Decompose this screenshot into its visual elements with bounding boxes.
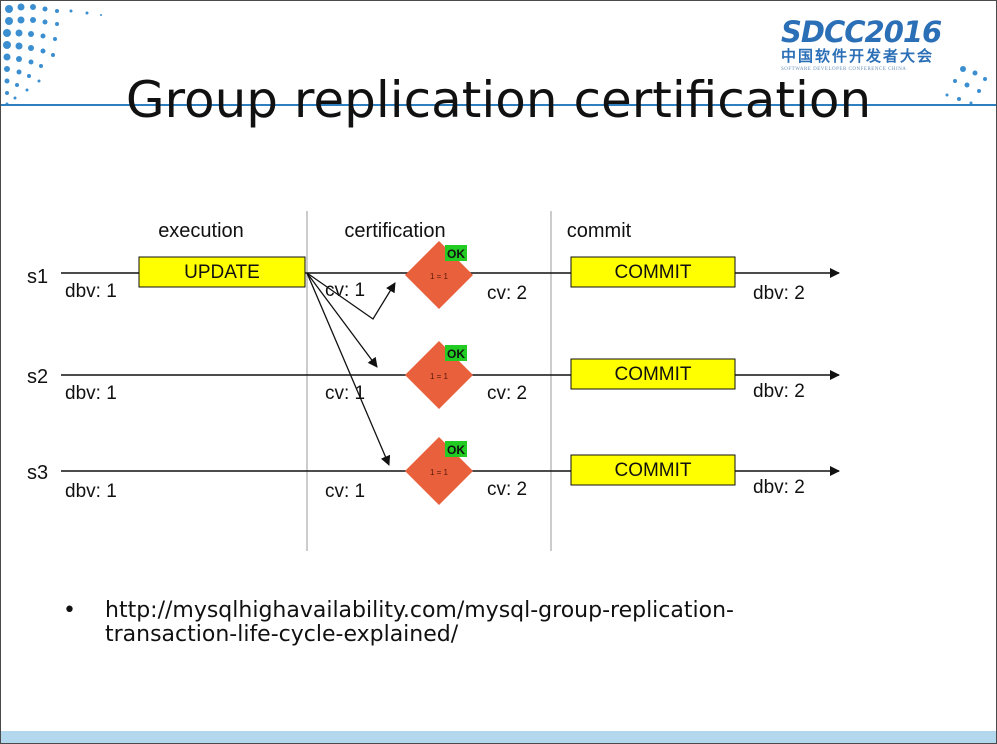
commit-box-s1: [570, 256, 736, 288]
update-box: [138, 256, 306, 288]
s3-cv-before: cv: 1: [325, 481, 365, 502]
title-underline: [1, 104, 996, 106]
phase-label-commit: commit: [567, 220, 632, 242]
commit-box-s2: [570, 358, 736, 390]
logo-wordmark: SDCC2016: [781, 15, 942, 49]
sdcc-logo: SDCC2016 中国软件开发者大会 SOFTWARE DEVELOPER CO…: [781, 17, 981, 74]
s2-cv-after: cv: 2: [487, 383, 527, 404]
s2-cert-check: 1 = 1: [430, 372, 449, 381]
certification-diagram: execution certification commit s1 s2 s3 …: [27, 211, 840, 551]
s2-cv-before: cv: 1: [325, 383, 365, 404]
broadcast-arrow-s1: [306, 272, 396, 320]
commit-label-s2: COMMIT: [614, 364, 691, 385]
server-label-s1: s1: [27, 266, 48, 288]
ok-label-s1: OK: [447, 247, 465, 261]
commit-label-s3: COMMIT: [614, 460, 691, 481]
ok-label-s3: OK: [447, 443, 465, 457]
logo-english-text: SOFTWARE DEVELOPER CONFERENCE CHINA: [781, 67, 907, 72]
slide-title: Group replication certification: [125, 71, 872, 129]
logo-chinese-text: 中国软件开发者大会: [781, 47, 935, 65]
ok-badge-s3: [445, 441, 467, 457]
footer-bar: [1, 731, 996, 743]
server-label-s2: s2: [27, 366, 48, 388]
s1-dbv-start: dbv: 1: [65, 281, 117, 302]
s2-dbv-end: dbv: 2: [753, 381, 805, 402]
decorative-dots-right: [945, 66, 987, 105]
phase-label-certification: certification: [344, 220, 445, 242]
s3-cv-after: cv: 2: [487, 479, 527, 500]
s3-cert-check: 1 = 1: [430, 468, 449, 477]
s3-dbv-end: dbv: 2: [753, 477, 805, 498]
commit-label-s1: COMMIT: [614, 262, 691, 283]
ok-label-s2: OK: [447, 347, 465, 361]
reference-link[interactable]: http://mysqlhighavailability.com/mysql-g…: [105, 598, 734, 647]
s1-dbv-end: dbv: 2: [753, 283, 805, 304]
broadcast-arrow-s2: [306, 272, 378, 368]
commit-box-s3: [570, 454, 736, 486]
s2-dbv-start: dbv: 1: [65, 383, 117, 404]
broadcast-arrow-s3: [306, 272, 391, 466]
phase-label-execution: execution: [158, 220, 244, 242]
bullet-marker: •: [63, 598, 76, 623]
ok-badge-s1: [445, 245, 467, 261]
decorative-dots-left: [3, 3, 102, 106]
s3-dbv-start: dbv: 1: [65, 481, 117, 502]
s1-cv-after: cv: 2: [487, 283, 527, 304]
server-label-s3: s3: [27, 462, 48, 484]
ok-badge-s2: [445, 345, 467, 361]
s1-cert-check: 1 = 1: [430, 272, 449, 281]
s1-cv-before: cv: 1: [325, 280, 365, 301]
update-label: UPDATE: [184, 262, 260, 283]
